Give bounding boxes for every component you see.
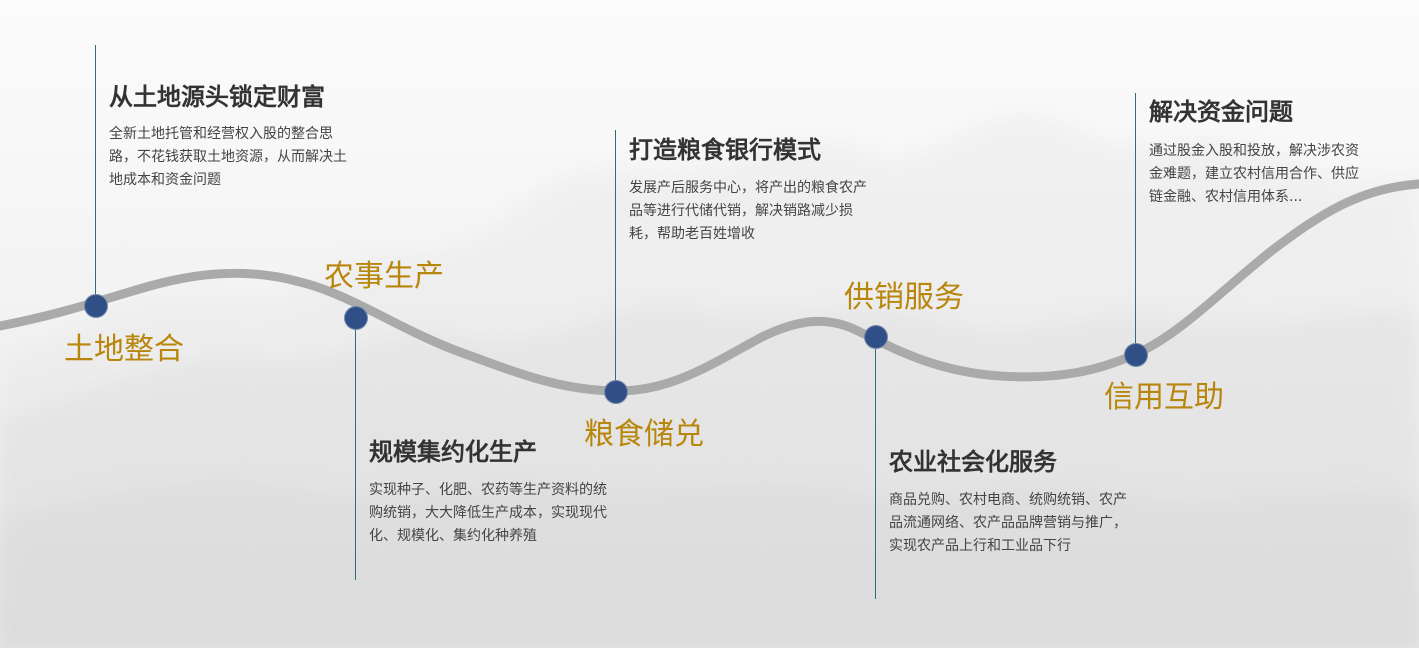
card-title-4: 农业社会化服务 xyxy=(889,448,1057,476)
connector-line-3 xyxy=(615,130,616,390)
timeline-dot-1 xyxy=(84,294,108,318)
timeline-dot-4 xyxy=(864,325,888,349)
milestone-label-2: 农事生产 xyxy=(324,259,444,294)
card-title-2: 规模集约化生产 xyxy=(369,438,537,466)
card-title-1: 从土地源头锁定财富 xyxy=(109,83,325,111)
timeline-dot-3 xyxy=(604,380,628,404)
connector-line-2 xyxy=(355,318,356,580)
connector-line-5 xyxy=(1135,93,1136,355)
connector-line-4 xyxy=(875,337,876,599)
timeline-dot-2 xyxy=(344,306,368,330)
milestone-label-3: 粮食储兑 xyxy=(584,417,704,452)
card-title-5: 解决资金问题 xyxy=(1149,98,1293,126)
timeline-dot-5 xyxy=(1124,343,1148,367)
milestone-label-4: 供销服务 xyxy=(844,280,964,315)
milestone-label-5: 信用互助 xyxy=(1104,380,1224,415)
card-description-4: 商品兑购、农村电商、统购统销、农产品流通网络、农产品品牌营销与推广，实现农产品上… xyxy=(889,492,1127,554)
card-description-1: 全新土地托管和经营权入股的整合思路，不花钱获取土地资源，从而解决土地成本和资金问… xyxy=(109,126,347,188)
connector-line-1 xyxy=(95,45,96,305)
card-description-3: 发展产后服务中心，将产出的粮食农产品等进行代储代销，解决销路减少损耗，帮助老百姓… xyxy=(629,180,867,242)
milestone-label-1: 土地整合 xyxy=(64,332,184,367)
card-description-2: 实现种子、化肥、农药等生产资料的统购统销，大大降低生产成本，实现现代化、规模化、… xyxy=(369,482,607,544)
card-description-5: 通过股金入股和投放，解决涉农资金难题，建立农村信用合作、供应链金融、农村信用体系… xyxy=(1149,143,1359,205)
card-title-3: 打造粮食银行模式 xyxy=(629,136,821,164)
timeline-curve xyxy=(0,179,1419,396)
